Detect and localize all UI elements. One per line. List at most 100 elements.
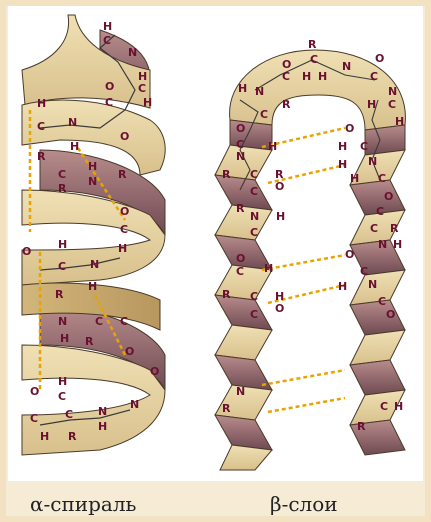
svg-text:O: O: [275, 180, 284, 193]
svg-text:C: C: [250, 168, 258, 181]
beta-sheet-caption: β-слои: [270, 492, 338, 516]
svg-text:C: C: [376, 205, 384, 218]
svg-text:N: N: [58, 315, 67, 328]
svg-text:H: H: [118, 242, 127, 255]
svg-text:H: H: [302, 70, 311, 83]
svg-text:O: O: [384, 190, 393, 203]
svg-text:H: H: [60, 332, 69, 345]
svg-text:H: H: [394, 400, 403, 413]
alpha-helix-caption: α-спираль: [30, 492, 136, 516]
svg-text:C: C: [120, 223, 128, 236]
svg-text:H: H: [338, 158, 347, 171]
svg-text:C: C: [250, 290, 258, 303]
svg-text:O: O: [125, 345, 134, 358]
svg-text:C: C: [105, 96, 113, 109]
svg-text:O: O: [375, 52, 384, 65]
svg-text:R: R: [236, 202, 245, 215]
svg-text:C: C: [282, 70, 290, 83]
svg-text:R: R: [68, 430, 77, 443]
svg-text:H: H: [350, 172, 359, 185]
svg-text:C: C: [58, 260, 66, 273]
svg-text:H: H: [338, 280, 347, 293]
svg-text:C: C: [260, 108, 268, 121]
svg-text:O: O: [30, 385, 39, 398]
svg-text:C: C: [236, 265, 244, 278]
svg-text:C: C: [65, 408, 73, 421]
svg-text:N: N: [236, 150, 245, 163]
alpha-helix: H C N H C H O C H N H R C O C R H N R O …: [22, 15, 165, 455]
svg-text:R: R: [85, 335, 94, 348]
svg-text:O: O: [345, 248, 354, 261]
svg-text:H: H: [37, 97, 46, 110]
svg-text:C: C: [370, 222, 378, 235]
svg-text:N: N: [90, 258, 99, 271]
svg-text:C: C: [250, 308, 258, 321]
svg-text:C: C: [37, 120, 45, 133]
svg-text:O: O: [150, 365, 159, 378]
svg-text:N: N: [128, 46, 137, 59]
svg-text:H: H: [318, 70, 327, 83]
svg-text:C: C: [380, 400, 388, 413]
svg-text:H: H: [143, 96, 152, 109]
svg-text:N: N: [88, 175, 97, 188]
svg-text:C: C: [58, 168, 66, 181]
svg-text:R: R: [308, 38, 317, 51]
svg-text:C: C: [250, 185, 258, 198]
svg-text:C: C: [360, 265, 368, 278]
svg-text:H: H: [98, 420, 107, 433]
svg-text:C: C: [30, 412, 38, 425]
svg-text:O: O: [120, 130, 129, 143]
svg-text:H: H: [70, 140, 79, 153]
svg-text:O: O: [386, 308, 395, 321]
svg-text:N: N: [255, 85, 264, 98]
svg-text:O: O: [105, 80, 114, 93]
svg-text:H: H: [338, 140, 347, 153]
svg-text:N: N: [368, 278, 377, 291]
svg-text:R: R: [282, 98, 291, 111]
svg-text:R: R: [58, 182, 67, 195]
svg-text:O: O: [236, 122, 245, 135]
svg-text:C: C: [138, 82, 146, 95]
svg-text:H: H: [268, 140, 277, 153]
svg-text:C: C: [378, 295, 386, 308]
svg-text:N: N: [68, 116, 77, 129]
svg-text:N: N: [250, 210, 259, 223]
svg-text:C: C: [378, 172, 386, 185]
svg-text:H: H: [238, 82, 247, 95]
svg-text:N: N: [368, 155, 377, 168]
svg-text:R: R: [222, 168, 231, 181]
svg-text:R: R: [222, 288, 231, 301]
svg-text:H: H: [276, 210, 285, 223]
svg-text:C: C: [370, 70, 378, 83]
svg-text:H: H: [58, 375, 67, 388]
svg-text:O: O: [275, 302, 284, 315]
svg-text:H: H: [393, 238, 402, 251]
svg-text:O: O: [345, 122, 354, 135]
svg-text:H: H: [40, 430, 49, 443]
svg-text:H: H: [88, 280, 97, 293]
svg-text:R: R: [118, 168, 127, 181]
svg-text:R: R: [390, 222, 399, 235]
svg-text:O: O: [120, 205, 129, 218]
svg-text:R: R: [37, 150, 46, 163]
svg-text:H: H: [58, 238, 67, 251]
svg-text:N: N: [378, 238, 387, 251]
svg-text:C: C: [388, 98, 396, 111]
svg-text:N: N: [236, 385, 245, 398]
svg-text:N: N: [130, 398, 139, 411]
svg-text:H: H: [88, 160, 97, 173]
svg-text:N: N: [98, 405, 107, 418]
svg-text:C: C: [95, 315, 103, 328]
svg-text:R: R: [55, 288, 64, 301]
svg-text:C: C: [120, 315, 128, 328]
svg-text:C: C: [310, 53, 318, 66]
svg-text:R: R: [222, 402, 231, 415]
svg-text:O: O: [22, 245, 31, 258]
svg-text:H: H: [395, 115, 404, 128]
svg-text:H: H: [103, 20, 112, 33]
svg-text:C: C: [360, 140, 368, 153]
svg-text:H: H: [367, 98, 376, 111]
beta-sheet: R C N O C H H C H N O C R H C N H O C C …: [215, 38, 405, 470]
svg-text:R: R: [357, 420, 366, 433]
